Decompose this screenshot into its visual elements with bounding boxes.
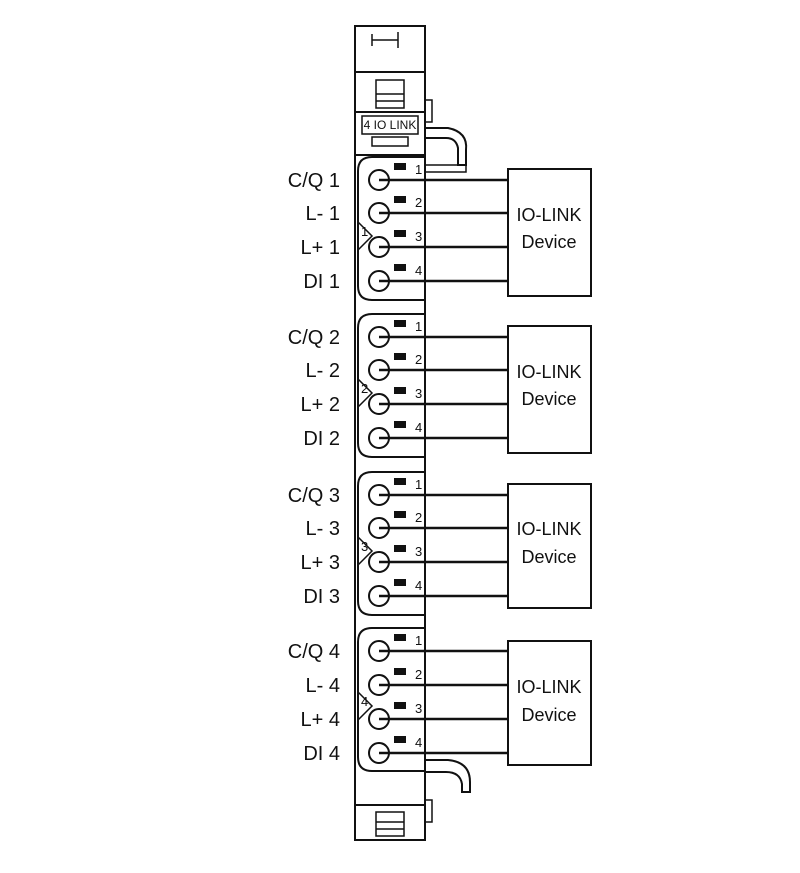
terminal-label: C/Q 4: [288, 641, 340, 663]
terminal-connector: 2: [368, 352, 422, 381]
device-label: IO-LINK: [516, 205, 581, 225]
connector-group-3: 3 C/Q 3 L- 3 L+ 3 DI 3 1 2 3 4 IO-LINK D…: [288, 471, 592, 616]
terminal-label: L- 4: [306, 675, 340, 697]
pin-number: 3: [415, 544, 422, 559]
io-link-device-box: [507, 483, 592, 609]
pin-number: 1: [415, 162, 422, 177]
terminal-connector: 1: [368, 319, 422, 348]
module-housing: [354, 25, 471, 841]
terminal-connector: 2: [368, 510, 422, 539]
terminal-label: L+ 2: [301, 394, 340, 416]
terminal-connector: 1: [368, 477, 422, 506]
group-number: 3: [361, 539, 368, 554]
pin-number: 3: [415, 386, 422, 401]
pin-number: 4: [415, 578, 422, 593]
terminal-connector: 3: [368, 701, 422, 730]
pin-number: 4: [415, 735, 422, 750]
connector-group-2: 2 C/Q 2 L- 2 L+ 2 DI 2 1 2 3 4 IO-LINK D…: [288, 313, 592, 458]
pin-number: 2: [415, 510, 422, 525]
pin-number: 4: [415, 263, 422, 278]
terminal-connector: 4: [368, 263, 422, 292]
device-label: IO-LINK: [516, 519, 581, 539]
io-link-device-box: [507, 325, 592, 454]
device-label: Device: [521, 705, 576, 725]
terminal-connector: 1: [368, 162, 422, 191]
pin-number: 3: [415, 701, 422, 716]
pin-number: 1: [415, 633, 422, 648]
terminal-label: DI 1: [303, 271, 340, 293]
terminal-connector: 2: [368, 667, 422, 696]
terminal-connector: 4: [368, 735, 422, 764]
terminal-label: C/Q 2: [288, 327, 340, 349]
terminal-label: L+ 4: [301, 709, 340, 731]
group-number: 2: [361, 381, 368, 396]
pin-number: 3: [415, 229, 422, 244]
terminal-connector: 2: [368, 195, 422, 224]
device-label: Device: [521, 232, 576, 252]
group-number: 4: [361, 694, 368, 709]
terminal-label: DI 4: [303, 743, 340, 765]
connector-group-1: 1 C/Q 1 L- 1 L+ 1 DI 1 1 2 3 4 IO-LINK D…: [288, 156, 592, 301]
terminal-label: C/Q 3: [288, 485, 340, 507]
terminal-label: DI 3: [303, 586, 340, 608]
terminal-connector: 1: [368, 633, 422, 662]
io-link-device-box: [507, 168, 592, 297]
terminal-label: L+ 3: [301, 552, 340, 574]
connector-group-4: 4 C/Q 4 L- 4 L+ 4 DI 4 1 2 3 4 IO-LINK D…: [288, 627, 592, 772]
terminal-label: L- 2: [306, 360, 340, 382]
terminal-label: DI 2: [303, 428, 340, 450]
terminal-connector: 4: [368, 578, 422, 607]
terminal-connector: 3: [368, 544, 422, 573]
terminal-connector: 4: [368, 420, 422, 449]
pin-number: 2: [415, 352, 422, 367]
terminal-label: L- 1: [306, 203, 340, 225]
device-label: Device: [521, 547, 576, 567]
pin-number: 1: [415, 319, 422, 334]
pin-number: 2: [415, 195, 422, 210]
terminal-label: C/Q 1: [288, 170, 340, 192]
terminal-connector: 3: [368, 229, 422, 258]
pin-number: 1: [415, 477, 422, 492]
io-link-device-box: [507, 640, 592, 766]
module-label: 4 IO LINK: [364, 118, 417, 132]
device-label: Device: [521, 389, 576, 409]
terminal-label: L- 3: [306, 518, 340, 540]
pin-number: 2: [415, 667, 422, 682]
device-label: IO-LINK: [516, 362, 581, 382]
group-number: 1: [361, 224, 368, 239]
device-label: IO-LINK: [516, 677, 581, 697]
terminal-connector: 3: [368, 386, 422, 415]
terminal-label: L+ 1: [301, 237, 340, 259]
pin-number: 4: [415, 420, 422, 435]
